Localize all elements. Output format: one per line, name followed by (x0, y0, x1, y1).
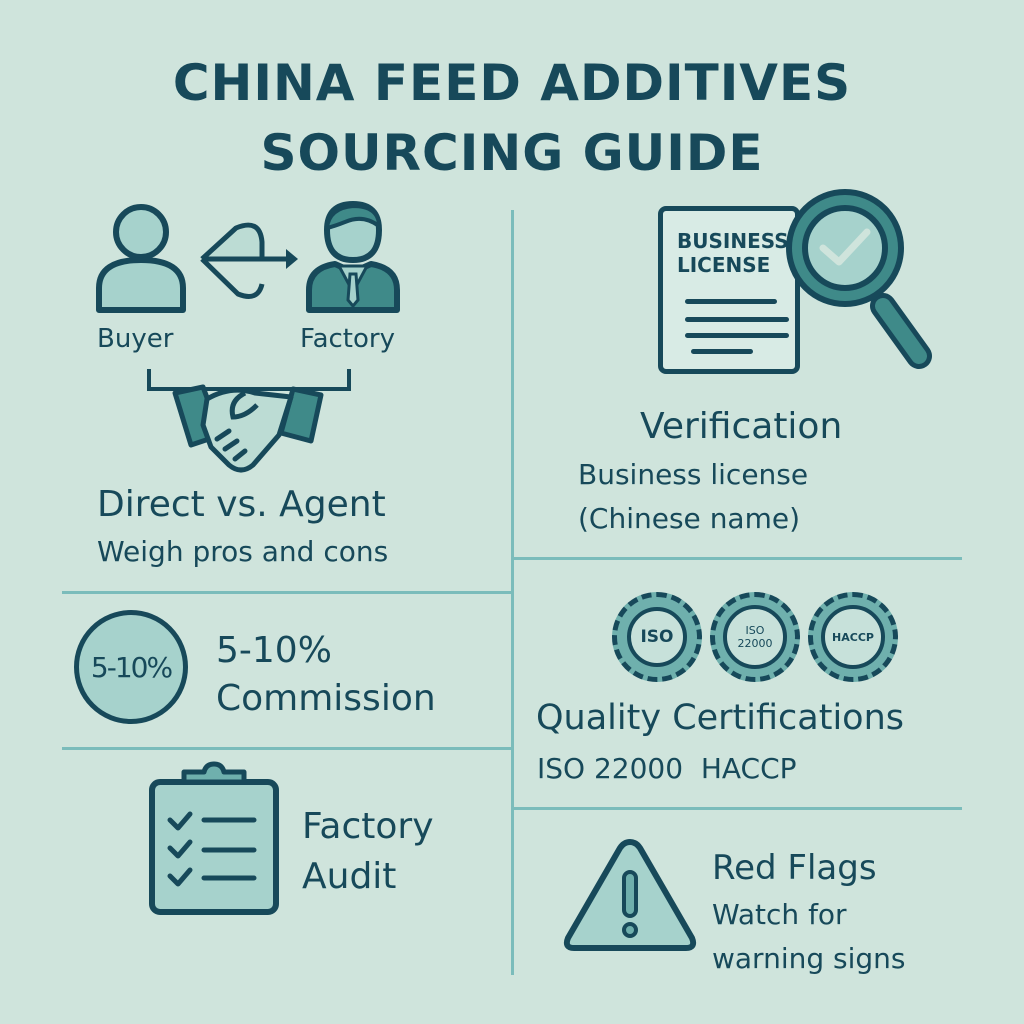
quality-certifications-subtext: ISO 22000 HACCP (537, 752, 797, 785)
commission-subtext: Commission (216, 678, 436, 719)
handshake-icon (147, 369, 351, 473)
divider-right-2 (514, 807, 962, 810)
document-title-line-1: BUSINESS (677, 229, 789, 253)
buyer-person-icon (96, 204, 186, 313)
percent-badge-text: 5-10% (90, 650, 173, 684)
divider-left-2 (62, 747, 514, 750)
factory-businessman-icon (306, 200, 400, 313)
verification-heading: Verification (640, 406, 843, 447)
verification-subtext-line-2: (Chinese name) (578, 502, 801, 535)
buyer-label: Buyer (97, 324, 174, 354)
certification-seal-icon-iso22000: ISO 22000 (710, 592, 800, 682)
badge-iso-text: ISO (640, 627, 674, 647)
quality-certifications-heading: Quality Certifications (536, 698, 905, 738)
direct-vs-agent-subtext: Weigh pros and cons (97, 535, 389, 568)
badge-haccp-text: HACCP (832, 630, 874, 644)
document-title-line-2: LICENSE (677, 253, 771, 277)
divider-right-1 (514, 557, 962, 560)
verification-subtext-line-1: Business license (578, 458, 809, 491)
red-flags-subtext-line-2: warning signs (712, 942, 906, 975)
page-title-line-2: SOURCING GUIDE (260, 124, 764, 182)
divider-left-1 (62, 591, 514, 594)
business-license-document-icon: BUSINESS LICENSE (658, 206, 800, 374)
percent-badge-icon: 5-10% (74, 610, 188, 724)
factory-audit-heading-line-1: Factory (302, 806, 434, 847)
certification-seal-icon-haccp: HACCP (808, 592, 898, 682)
direct-vs-agent-heading: Direct vs. Agent (97, 484, 386, 525)
warning-triangle-icon (563, 839, 697, 951)
certification-seal-icon-iso: ISO (612, 592, 702, 682)
certification-badges: ISO ISO 22000 HACCP (612, 592, 902, 688)
red-flags-heading: Red Flags (712, 848, 877, 888)
clipboard-checklist-icon (149, 761, 279, 915)
red-flags-subtext-line-1: Watch for (712, 898, 847, 931)
magnifier-check-icon (786, 189, 932, 369)
commission-heading: 5-10% (216, 630, 332, 671)
exchange-arrow-icon (200, 222, 298, 299)
badge-iso22000-text: ISO 22000 (737, 624, 773, 650)
factory-label: Factory (300, 324, 395, 354)
factory-audit-heading-line-2: Audit (302, 856, 397, 897)
page-title-line-1: CHINA FEED ADDITIVES (172, 54, 852, 112)
